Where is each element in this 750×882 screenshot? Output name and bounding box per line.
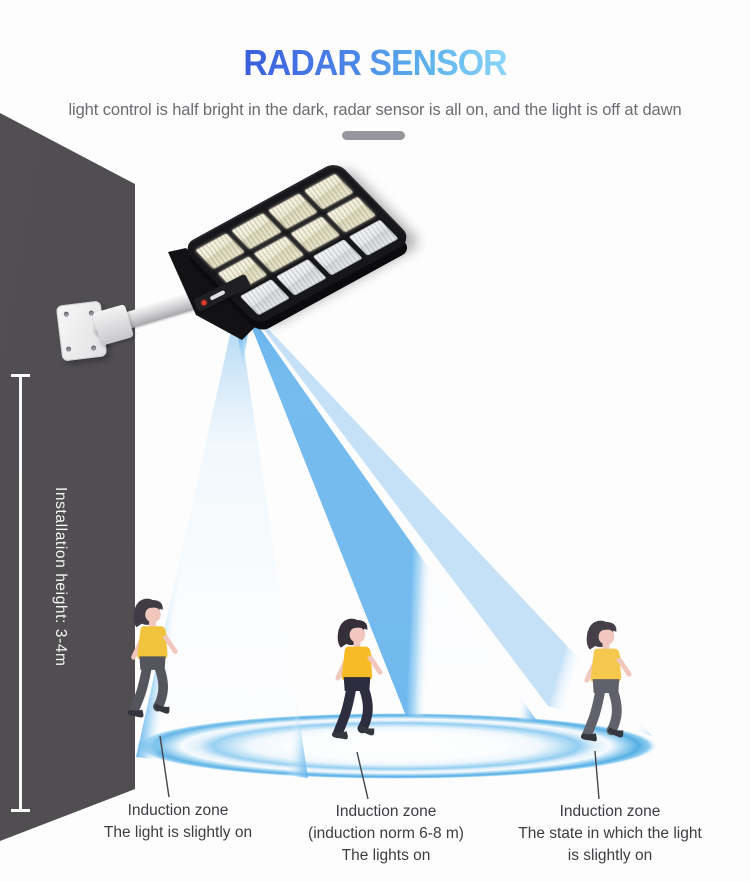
page-title: RADAR SENSOR xyxy=(243,42,507,84)
caption-title: Induction zone xyxy=(335,803,437,820)
induction-zone-caption-middle: Induction zone (induction norm 6-8 m) Th… xyxy=(296,801,476,867)
caption-line: The lights on xyxy=(341,847,431,864)
induction-zone-caption-left: Induction zone The light is slightly on xyxy=(88,800,268,844)
caption-title: Induction zone xyxy=(559,803,661,820)
pedestrian-figure-left xyxy=(121,596,183,736)
screw-icon xyxy=(65,346,72,352)
caption-title: Induction zone xyxy=(127,802,229,819)
light-beam xyxy=(136,297,652,778)
induction-zone-caption-right: Induction zone The state in which the li… xyxy=(498,801,722,867)
page-subtitle: light control is half bright in the dark… xyxy=(68,100,682,119)
caption-line: is slightly on xyxy=(567,847,653,864)
caption-line: The state in which the light xyxy=(518,825,702,842)
height-measure-line xyxy=(11,374,30,812)
divider-dash xyxy=(342,131,405,140)
red-sensor-led-icon xyxy=(200,298,208,306)
pedestrian-figure-middle xyxy=(325,616,388,758)
caption-line: The light is slightly on xyxy=(103,824,253,841)
screw-icon xyxy=(90,345,97,351)
pedestrian-figure-right xyxy=(574,618,637,760)
installation-height-label: Installation height: 3-4m xyxy=(52,487,69,667)
caption-leader-lines xyxy=(159,735,600,800)
sensor-window xyxy=(209,289,226,301)
caption-line: (induction norm 6-8 m) xyxy=(308,825,464,842)
screw-icon xyxy=(63,311,70,318)
